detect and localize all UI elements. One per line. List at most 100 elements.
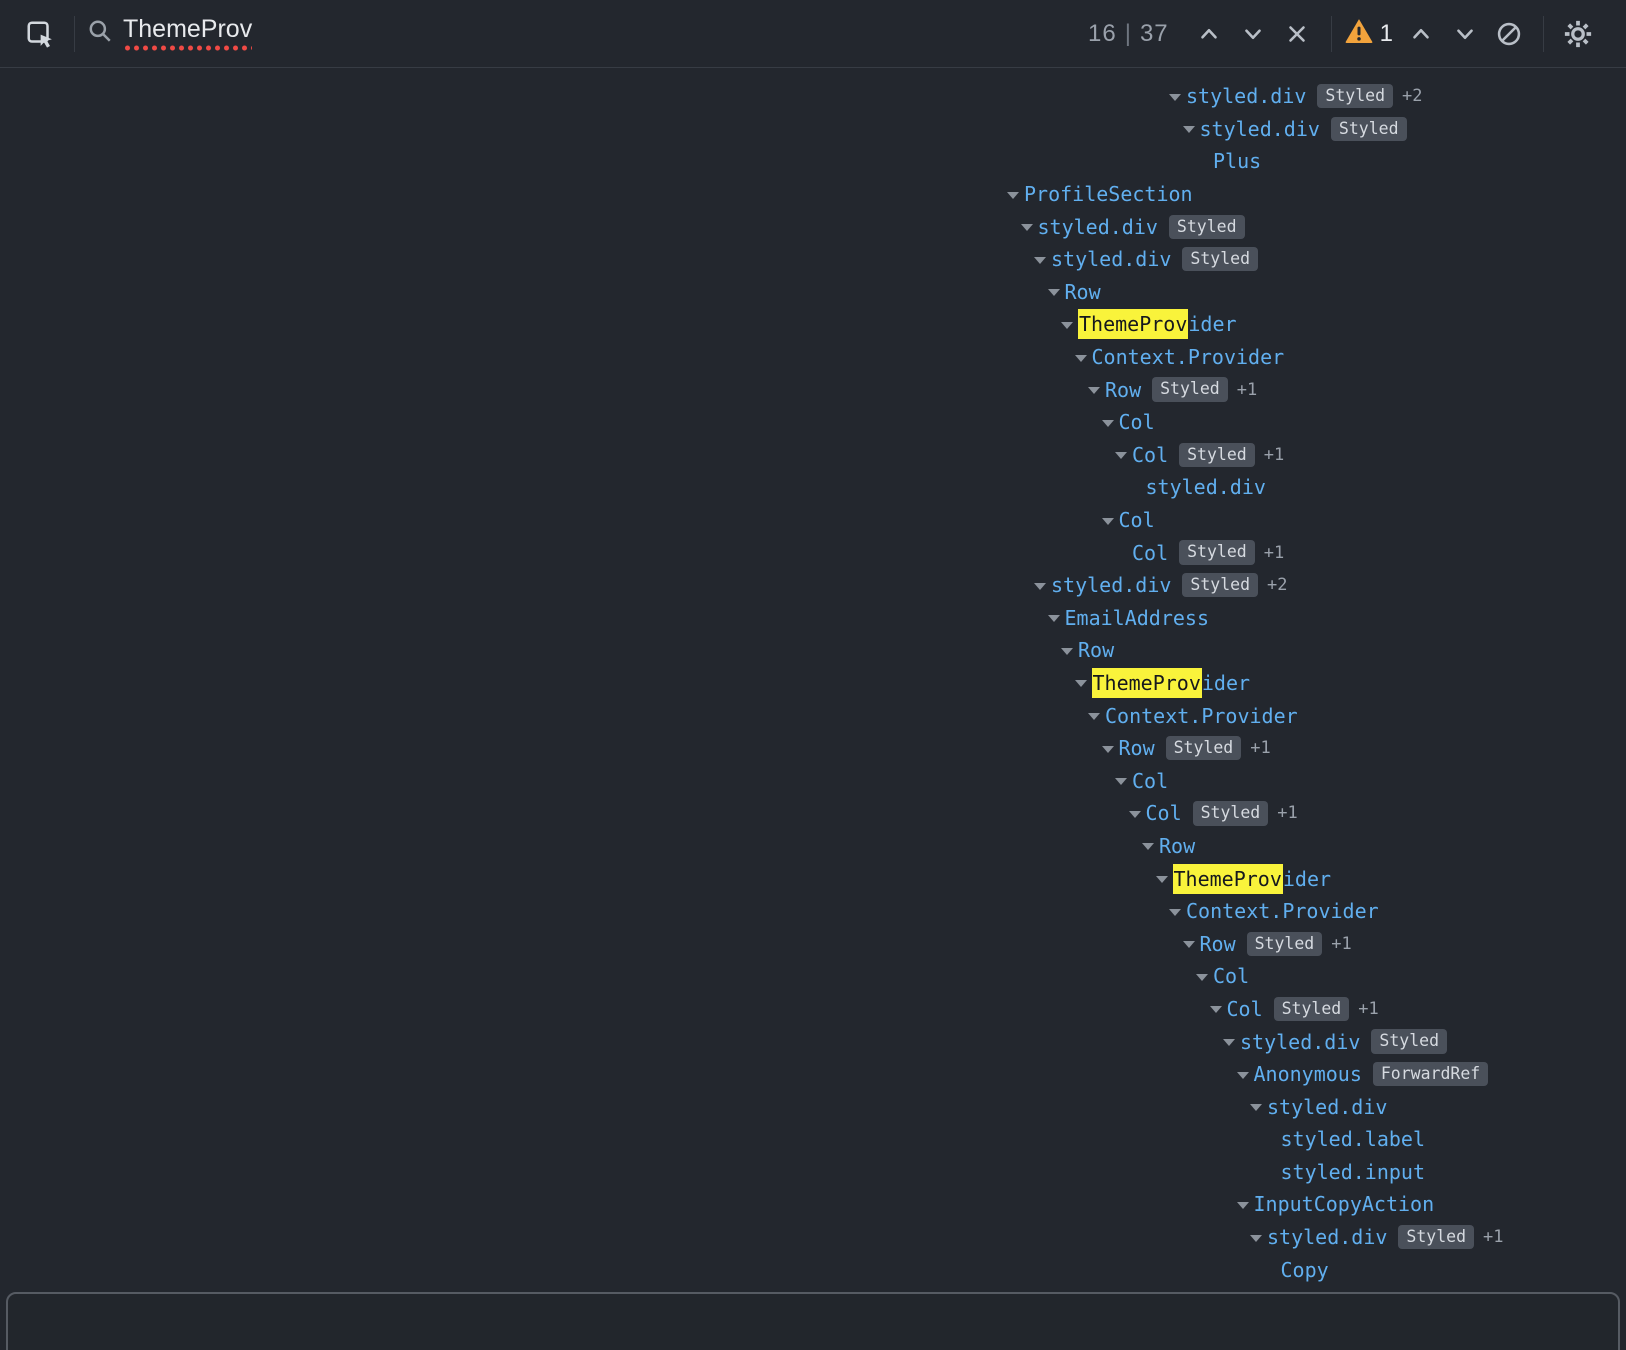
expand-collapse-arrow-icon[interactable] [1183, 939, 1200, 948]
tree-row[interactable]: ThemeProvider [0, 667, 1626, 700]
inspect-element-button[interactable] [18, 12, 62, 56]
expand-collapse-arrow-icon[interactable] [1088, 385, 1105, 394]
search-match-highlight: ThemeProv [1078, 309, 1189, 340]
component-name: Plus [1213, 149, 1262, 174]
tree-row[interactable]: EmailAddress [0, 602, 1626, 635]
expand-collapse-arrow-icon[interactable] [1196, 972, 1213, 981]
tree-row[interactable]: Col [0, 960, 1626, 993]
search-result-count: 16|37 [1088, 19, 1169, 47]
component-name: Row [1199, 931, 1236, 956]
tree-row[interactable]: Col [0, 406, 1626, 439]
expand-collapse-arrow-icon[interactable] [1034, 581, 1051, 590]
expand-collapse-arrow-icon[interactable] [1075, 353, 1092, 362]
suspend-button[interactable] [1487, 12, 1531, 56]
badge-overflow-count: +1 [1483, 1227, 1504, 1248]
tree-row[interactable]: Context.Provider [0, 699, 1626, 732]
gear-icon [1563, 19, 1593, 49]
previous-result-button[interactable] [1187, 12, 1231, 56]
search-value[interactable]: ThemeProv [123, 15, 253, 52]
tree-row[interactable]: Row [0, 830, 1626, 863]
chevron-down-icon [1452, 21, 1478, 47]
tree-row[interactable]: Context.Provider [0, 341, 1626, 374]
expand-collapse-arrow-icon[interactable] [1210, 1004, 1227, 1013]
expand-collapse-arrow-icon[interactable] [1250, 1102, 1267, 1111]
expand-collapse-arrow-icon[interactable] [1075, 678, 1092, 687]
expand-collapse-arrow-icon[interactable] [1169, 92, 1186, 101]
tree-row[interactable]: styled.div [0, 1090, 1626, 1123]
tree-row[interactable]: styled.div [0, 471, 1626, 504]
component-name: ThemeProvider [1091, 667, 1250, 698]
component-name: Row [1078, 638, 1115, 663]
expand-collapse-arrow-icon[interactable] [1156, 874, 1173, 883]
expand-collapse-arrow-icon[interactable] [1129, 809, 1146, 818]
expand-collapse-arrow-icon[interactable] [1183, 124, 1200, 133]
expand-collapse-arrow-icon[interactable] [1250, 1233, 1267, 1242]
tree-row[interactable]: Row [0, 634, 1626, 667]
search-input[interactable]: ThemeProv [87, 15, 253, 52]
expand-collapse-arrow-icon[interactable] [1142, 841, 1159, 850]
details-panel[interactable] [6, 1292, 1620, 1350]
expand-collapse-arrow-icon[interactable] [1223, 1037, 1240, 1046]
tree-row[interactable]: Copy [0, 1253, 1626, 1286]
toolbar-divider [1330, 15, 1332, 52]
tree-row[interactable]: ThemeProvider [0, 308, 1626, 341]
settings-button[interactable] [1556, 12, 1600, 56]
tree-row[interactable]: styled.input [0, 1156, 1626, 1189]
expand-collapse-arrow-icon[interactable] [1102, 516, 1119, 525]
next-warning-button[interactable] [1443, 12, 1487, 56]
expand-collapse-arrow-icon[interactable] [1102, 744, 1119, 753]
expand-collapse-arrow-icon[interactable] [1088, 711, 1105, 720]
expand-collapse-arrow-icon[interactable] [1102, 418, 1119, 427]
expand-collapse-arrow-icon[interactable] [1061, 646, 1078, 655]
tree-row[interactable]: ThemeProvider [0, 862, 1626, 895]
component-name: ThemeProvider [1078, 309, 1237, 340]
tree-row[interactable]: Plus [0, 145, 1626, 178]
next-result-button[interactable] [1231, 12, 1275, 56]
component-name: Copy [1280, 1257, 1329, 1282]
expand-collapse-arrow-icon[interactable] [1115, 450, 1132, 459]
component-name: InputCopyAction [1253, 1192, 1435, 1217]
tree-row[interactable]: styled.label [0, 1123, 1626, 1156]
component-name: Col [1118, 410, 1155, 435]
tree-row[interactable]: Context.Provider [0, 895, 1626, 928]
component-name: Anonymous [1253, 1062, 1362, 1087]
component-name: Col [1132, 768, 1169, 793]
tree-row[interactable]: InputCopyAction [0, 1188, 1626, 1221]
expand-collapse-arrow-icon[interactable] [1169, 907, 1186, 916]
tree-row[interactable]: ProfileSection [0, 178, 1626, 211]
previous-warning-button[interactable] [1399, 12, 1443, 56]
badge-overflow-count: +2 [1267, 575, 1288, 596]
expand-collapse-arrow-icon[interactable] [1034, 255, 1051, 264]
expand-collapse-arrow-icon[interactable] [1237, 1070, 1254, 1079]
expand-collapse-arrow-icon[interactable] [1048, 613, 1065, 622]
expand-collapse-arrow-icon[interactable] [1115, 776, 1132, 785]
chevron-down-icon [1240, 21, 1266, 47]
expand-collapse-arrow-icon[interactable] [1021, 222, 1038, 231]
component-name: Col [1213, 964, 1250, 989]
tree-row[interactable]: Col [0, 764, 1626, 797]
component-name: styled.div [1199, 116, 1320, 141]
expand-collapse-arrow-icon[interactable] [1237, 1200, 1254, 1209]
clear-search-button[interactable] [1275, 12, 1319, 56]
component-name: styled.div [1145, 475, 1266, 500]
tree-row[interactable]: Col [0, 504, 1626, 537]
expand-collapse-arrow-icon[interactable] [1048, 287, 1065, 296]
tree-row[interactable]: Row [0, 276, 1626, 309]
expand-collapse-arrow-icon[interactable] [1007, 190, 1024, 199]
expand-collapse-arrow-icon[interactable] [1061, 320, 1078, 329]
